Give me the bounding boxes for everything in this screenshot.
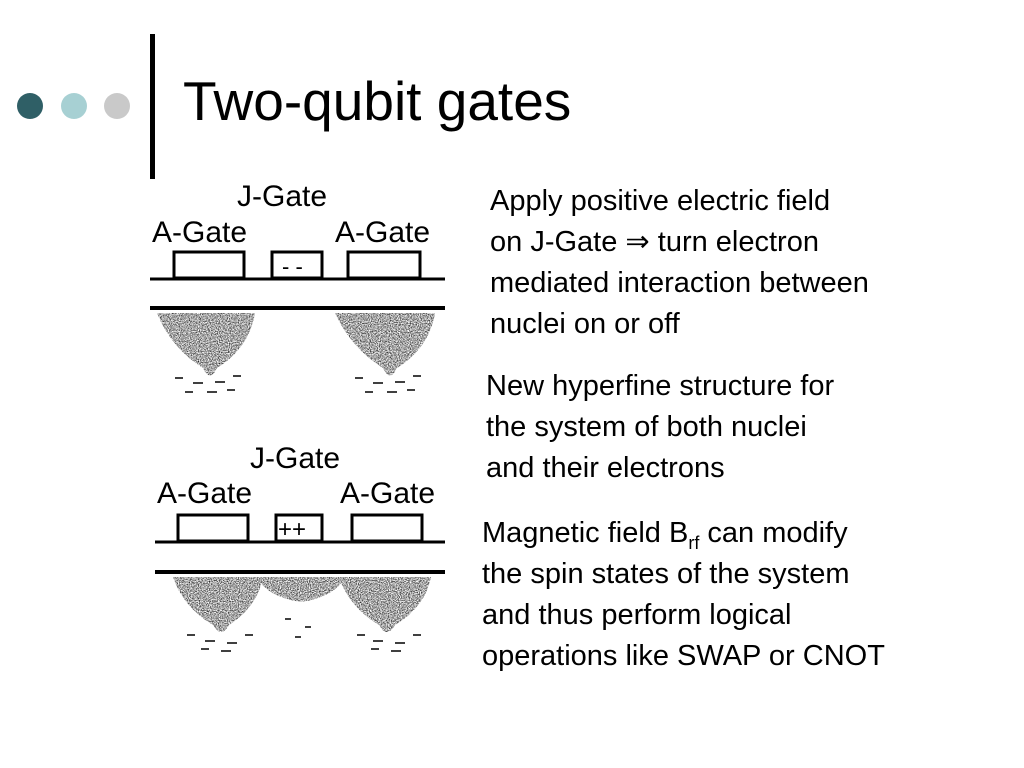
text-line: mediated interaction between	[490, 267, 869, 299]
text-fragment: Magnetic field B	[482, 517, 689, 549]
title-divider	[150, 34, 155, 179]
j-gate-charge: ++	[278, 516, 306, 543]
a-gate-left	[172, 250, 246, 280]
electron-cloud-left	[173, 577, 263, 632]
electron-cloud-right	[339, 577, 431, 632]
text-line: on J-Gate ⇒ turn electron	[490, 226, 819, 258]
subscript-rf: rf	[688, 533, 700, 553]
a-gate-right-label: A-Gate	[340, 477, 435, 510]
text-line: the spin states of the system	[482, 558, 850, 590]
text-fragment: can modify	[699, 517, 848, 549]
text-line: nuclei on or off	[490, 308, 680, 340]
text-line: the system of both nuclei	[486, 411, 807, 443]
paragraph-magnetic-field: Magnetic field Brf can modify the spin s…	[482, 513, 885, 677]
text-line: Magnetic field Brf can modify	[482, 513, 885, 554]
a-gate-left-label: A-Gate	[152, 216, 247, 249]
paragraph-electric-field: Apply positive electric field on J-Gate …	[490, 181, 869, 345]
j-gate-off-diagram: J-Gate A-Gate A-Gate - -	[150, 180, 445, 393]
slide-title: Two-qubit gates	[183, 70, 572, 132]
text-line: and thus perform logical	[482, 599, 792, 631]
electron-cloud-right	[335, 313, 435, 376]
a-gate-right-label: A-Gate	[335, 216, 430, 249]
a-gate-left-label: A-Gate	[157, 477, 252, 510]
a-gate-left	[176, 513, 250, 543]
electron-cloud-bridge	[257, 577, 345, 602]
electron-cloud-left	[157, 313, 255, 376]
text-line: Apply positive electric field	[490, 185, 831, 217]
dot-light-teal	[61, 93, 87, 119]
dot-gray	[104, 93, 130, 119]
j-gate-on-diagram: J-Gate A-Gate A-Gate ++	[155, 442, 445, 652]
text-line: operations like SWAP or CNOT	[482, 640, 885, 672]
a-gate-right	[346, 250, 422, 280]
j-gate-label: J-Gate	[250, 442, 340, 475]
a-gate-right	[350, 513, 424, 543]
text-line: and their electrons	[486, 452, 725, 484]
dot-dark	[17, 93, 43, 119]
text-line: New hyperfine structure for	[486, 370, 835, 402]
j-gate-label: J-Gate	[237, 180, 327, 213]
paragraph-hyperfine: New hyperfine structure for the system o…	[486, 366, 834, 489]
j-gate-charge: - -	[282, 254, 303, 279]
